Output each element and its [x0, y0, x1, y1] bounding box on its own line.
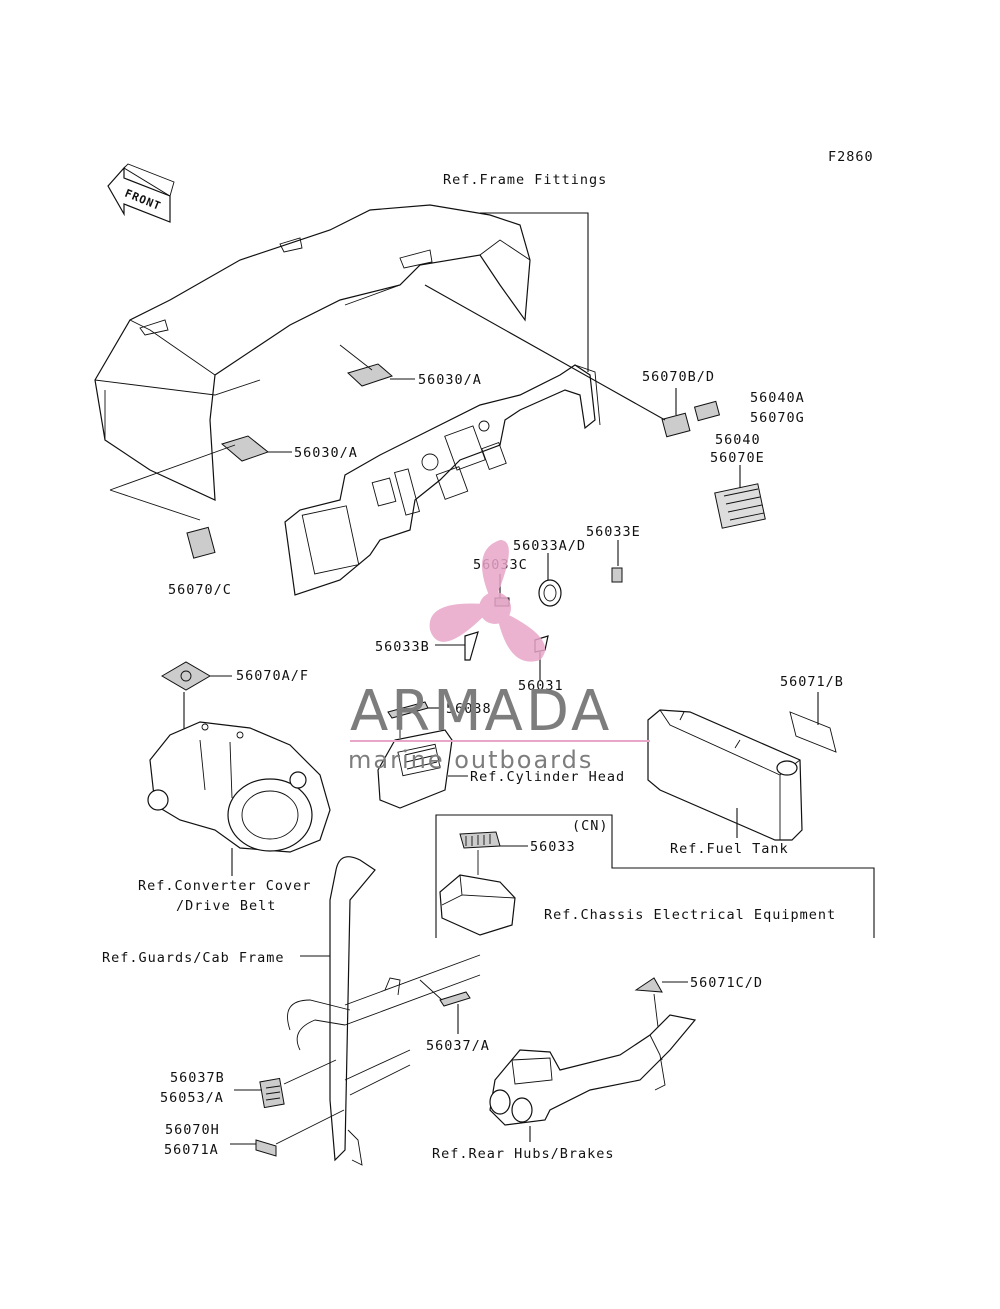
- rear-fender-body: [94, 204, 531, 501]
- label-56033e: 56033E: [586, 524, 641, 540]
- leader-56070bd-to-body: [424, 284, 666, 421]
- decal-56070bd: [661, 412, 691, 438]
- armada-logo-icon: [429, 540, 546, 662]
- label-56053a: 56053/A: [160, 1090, 224, 1106]
- label-56071b: 56071/B: [780, 674, 844, 690]
- ref-fuel-tank: Ref.Fuel Tank: [670, 841, 789, 857]
- label-56033b: 56033B: [375, 639, 430, 655]
- decal-56033e: [611, 567, 623, 583]
- decal-56033b: [464, 631, 479, 661]
- cn-bracket: [435, 814, 875, 938]
- decal-56033ad-ring: [538, 579, 562, 607]
- figure-id: F2860: [828, 149, 874, 165]
- label-56070af: 56070A/F: [236, 668, 309, 684]
- ref-frame-fittings: Ref.Frame Fittings: [443, 172, 607, 188]
- ecu-box: [439, 874, 516, 936]
- ref-chassis-electrical: Ref.Chassis Electrical Equipment: [544, 907, 836, 923]
- decal-56070c: [186, 526, 216, 559]
- decal-56037b-56053a: [259, 1077, 285, 1109]
- decal-56030a-upper: [339, 344, 393, 387]
- fuel-tank: [647, 709, 803, 841]
- decal-56033-cn: [459, 831, 501, 849]
- ref-converter-cover-1: Ref.Converter Cover: [138, 878, 311, 894]
- cylinder-head: [377, 729, 453, 809]
- dash-panel: [284, 364, 601, 596]
- label-56070h: 56070H: [165, 1122, 220, 1138]
- watermark-tagline: marine outboards: [348, 746, 593, 774]
- cab-frame-tubes: [287, 856, 481, 1166]
- ref-converter-cover-2: /Drive Belt: [176, 898, 276, 914]
- ref-cylinder-head: Ref.Cylinder Head: [470, 769, 625, 785]
- decal-56037a: [439, 991, 471, 1007]
- label-56038: 56038: [446, 701, 492, 717]
- watermark-brand: ARMADA: [350, 679, 612, 744]
- decal-56040a-56070g: [693, 400, 721, 422]
- decal-56070h-56071a: [255, 1139, 277, 1157]
- decal-56071cd: [634, 977, 663, 993]
- label-56040: 56040: [715, 432, 761, 448]
- decal-56071b: [789, 711, 837, 753]
- converter-cover: [147, 721, 331, 853]
- label-56037b: 56037B: [170, 1070, 225, 1086]
- cn-marker: (CN): [572, 818, 609, 834]
- ref-guards-cab-frame: Ref.Guards/Cab Frame: [102, 950, 285, 966]
- label-56070g: 56070G: [750, 410, 805, 426]
- label-56070c: 56070/C: [168, 582, 232, 598]
- label-56030a-upper: 56030/A: [418, 372, 482, 388]
- label-56033ad: 56033A/D: [513, 538, 586, 554]
- label-56037a: 56037/A: [426, 1038, 490, 1054]
- rear-axle-housing: [489, 1014, 697, 1126]
- label-56070e: 56070E: [710, 450, 765, 466]
- ref-rear-hubs-brakes: Ref.Rear Hubs/Brakes: [432, 1146, 615, 1162]
- label-56040a: 56040A: [750, 390, 805, 406]
- label-56071cd: 56071C/D: [690, 975, 763, 991]
- decal-56070af: [161, 661, 211, 691]
- label-56070bd: 56070B/D: [642, 369, 715, 385]
- decal-56040-56070e: [714, 483, 766, 529]
- label-56071a: 56071A: [164, 1142, 219, 1158]
- label-56030a-lower: 56030/A: [294, 445, 358, 461]
- front-arrow-icon: FRONT: [107, 163, 175, 223]
- label-56033: 56033: [530, 839, 576, 855]
- leader-frame-fittings: [480, 212, 589, 372]
- label-56031: 56031: [518, 678, 564, 694]
